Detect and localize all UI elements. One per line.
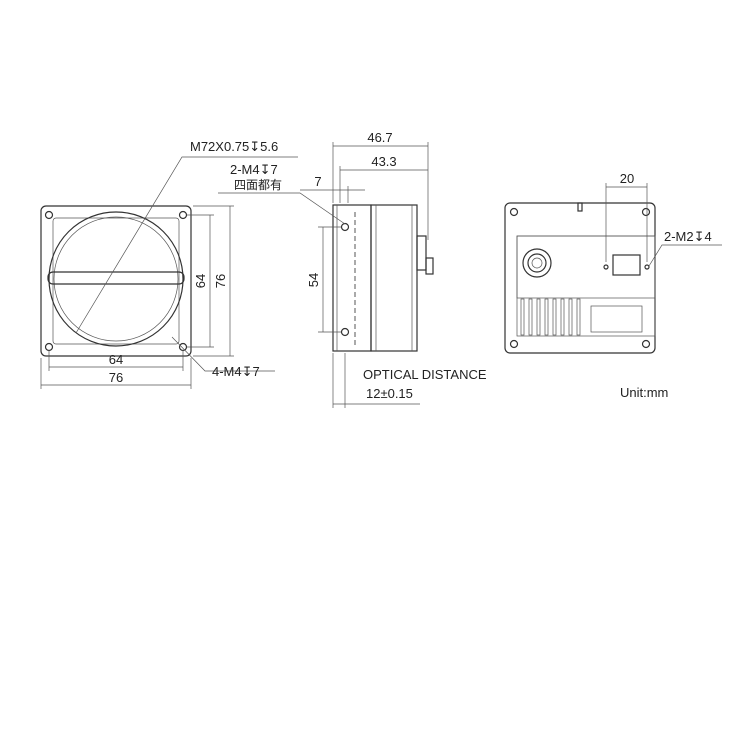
rear-panel-top [516, 235, 656, 299]
side-body [370, 204, 418, 352]
dim-flange: 7 [314, 174, 321, 189]
thread-leader [75, 156, 298, 334]
front-view: M72X0.75↧5.6 4-M4↧7 64 76 64 76 [40, 139, 298, 389]
rear-corner-hole-icon [641, 207, 651, 217]
rear-holes-label: 2-M2↧4 [664, 229, 712, 244]
rear-corner-hole-icon [641, 339, 651, 349]
lens-mount-outer [48, 211, 184, 347]
optical-distance-label: OPTICAL DISTANCE [363, 367, 487, 382]
dim-total-length: 46.7 [367, 130, 392, 145]
dim-outer-width: 76 [109, 370, 123, 385]
rear-corner-hole-icon [509, 339, 519, 349]
rear-holes-leader [648, 244, 722, 267]
rear-corner-hole-icon [509, 207, 519, 217]
side-holes-label: 2-M4↧7 [230, 162, 278, 177]
dim-inner-height: 64 [193, 274, 208, 288]
cooling-fins [520, 298, 581, 336]
front-body [40, 205, 192, 357]
front-holes-label: 4-M4↧7 [212, 364, 260, 379]
lens-mount-inner [53, 216, 179, 342]
rear-panel [516, 235, 656, 337]
side-connector [416, 235, 427, 271]
side-holes-leader [218, 192, 346, 225]
side-holes-note: 四面都有 [234, 178, 282, 192]
side-connector-tip [425, 257, 434, 275]
rear-screw-icon [603, 264, 609, 270]
optical-distance-value: 12±0.15 [366, 386, 413, 401]
side-hole-icon [340, 222, 350, 232]
corner-hole-icon [178, 342, 188, 352]
rear-view: 20 2-M2↧4 [504, 171, 722, 354]
power-connector-core [531, 257, 543, 269]
rear-top-notch [577, 202, 583, 212]
corner-hole-icon [178, 210, 188, 220]
power-connector-inner [527, 253, 547, 273]
dim-hole-spacing: 54 [306, 273, 321, 287]
dim-outer-height: 76 [213, 274, 228, 288]
lens-cap-bar [47, 271, 185, 285]
dim-body-length: 43.3 [371, 154, 396, 169]
corner-hole-icon [44, 342, 54, 352]
rear-label-plate [590, 305, 643, 333]
side-view: 46.7 43.3 7 2-M4↧7 四面都有 54 OPTICAL DISTA… [218, 130, 487, 408]
dim-inner-width: 64 [109, 352, 123, 367]
power-connector-icon [522, 248, 552, 278]
holes-leader [171, 336, 275, 372]
ethernet-port-icon [612, 254, 641, 276]
front-face [52, 217, 180, 345]
units-label: Unit:mm [620, 385, 668, 400]
rear-screw-icon [644, 264, 650, 270]
corner-hole-icon [44, 210, 54, 220]
thread-label: M72X0.75↧5.6 [190, 139, 278, 154]
side-hole-icon [340, 327, 350, 337]
rear-dim-width: 20 [620, 171, 634, 186]
